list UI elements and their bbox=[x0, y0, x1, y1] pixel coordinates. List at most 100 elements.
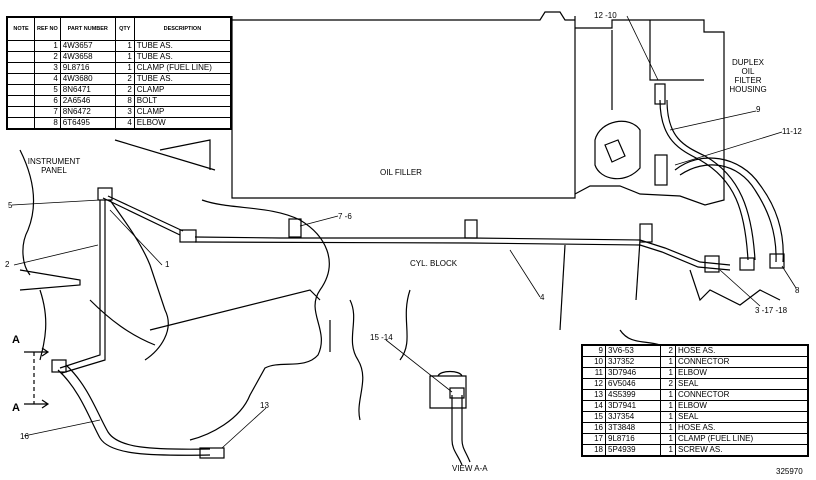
section-a-label-top: A bbox=[12, 334, 20, 346]
duplex-line-4: HOUSING bbox=[729, 85, 767, 94]
callout-9: 9 bbox=[756, 105, 761, 114]
qty-cell: 1 bbox=[114, 51, 135, 63]
qty-cell: 3 bbox=[114, 106, 135, 118]
engine-block-outline bbox=[189, 199, 330, 441]
duplex-filter-housing bbox=[574, 19, 725, 206]
part-cell: 3J7354 bbox=[605, 411, 661, 423]
callout-3-17-18: 3 -17 -18 bbox=[755, 306, 788, 315]
tank-top bbox=[232, 11, 575, 21]
qty-cell: 2 bbox=[660, 378, 676, 390]
duplex-line-3: FILTER bbox=[734, 76, 762, 85]
desc-cell: TUBE AS. bbox=[133, 73, 232, 85]
ref-cell: 13 bbox=[581, 389, 606, 401]
drawing-number: 325970 bbox=[776, 467, 803, 476]
section-arrow-bottom bbox=[24, 399, 50, 409]
part-cell: 8N6472 bbox=[59, 106, 116, 118]
desc-cell: ELBOW bbox=[675, 367, 809, 379]
ref-cell: 1 bbox=[34, 40, 61, 52]
note-cell bbox=[6, 62, 35, 74]
ref-cell: 16 bbox=[581, 422, 606, 434]
desc-cell: HOSE AS. bbox=[675, 422, 809, 434]
header-part: PART NUMBER bbox=[59, 16, 116, 41]
section-a-label-bottom: A bbox=[12, 402, 20, 414]
ref-cell: 10 bbox=[581, 356, 606, 368]
callout-5: 5 bbox=[8, 201, 13, 210]
part-cell: 6T6495 bbox=[59, 117, 116, 130]
ref-cell: 14 bbox=[581, 400, 606, 412]
qty-cell: 1 bbox=[660, 367, 676, 379]
note-cell bbox=[6, 40, 35, 52]
callout-16: 16 bbox=[20, 432, 29, 441]
part-cell: 5P4939 bbox=[605, 444, 661, 457]
desc-cell: CONNECTOR bbox=[675, 389, 809, 401]
callout-2: 2 bbox=[5, 260, 10, 269]
callout-8: 8 bbox=[795, 286, 800, 295]
part-cell: 8N6471 bbox=[59, 84, 116, 96]
callout-13: 13 bbox=[260, 401, 269, 410]
desc-cell: CLAMP (FUEL LINE) bbox=[675, 433, 809, 445]
note-cell bbox=[6, 73, 35, 85]
desc-cell: SCREW AS. bbox=[675, 444, 809, 457]
note-cell bbox=[6, 117, 35, 130]
part-cell: 4W3680 bbox=[59, 73, 116, 85]
ref-cell: 8 bbox=[34, 117, 61, 130]
instrument-panel-line-1: INSTRUMENT bbox=[27, 157, 81, 166]
part-cell: 2A6546 bbox=[59, 95, 116, 107]
desc-cell: TUBE AS. bbox=[133, 51, 232, 63]
qty-cell: 1 bbox=[114, 40, 135, 52]
duplex-oil-filter-housing-label: DUPLEX OIL FILTER HOUSING bbox=[718, 58, 778, 94]
note-cell bbox=[6, 106, 35, 118]
header-note: NOTE bbox=[6, 16, 35, 41]
ref-cell: 9 bbox=[581, 344, 606, 357]
hose-16 bbox=[57, 364, 211, 456]
part-cell: 9L8716 bbox=[605, 433, 661, 445]
instrument-panel-line-2: PANEL bbox=[41, 166, 67, 175]
part-cell: 9L8716 bbox=[59, 62, 116, 74]
instrument-panel-label: INSTRUMENT PANEL bbox=[26, 157, 82, 175]
part-cell: 3V6-53 bbox=[605, 344, 661, 357]
desc-cell: CLAMP (FUEL LINE) bbox=[133, 62, 232, 74]
part-cell: 3D7941 bbox=[605, 400, 661, 412]
desc-cell: CONNECTOR bbox=[675, 356, 809, 368]
view-aa-label: VIEW A-A bbox=[452, 464, 488, 473]
header-desc: DESCRIPTION bbox=[133, 16, 232, 41]
section-arrow-top bbox=[24, 347, 50, 357]
qty-cell: 4 bbox=[114, 117, 135, 130]
desc-cell: HOSE AS. bbox=[675, 344, 809, 357]
ref-cell: 2 bbox=[34, 51, 61, 63]
part-cell: 6V5046 bbox=[605, 378, 661, 390]
ref-cell: 3 bbox=[34, 62, 61, 74]
desc-cell: TUBE AS. bbox=[133, 40, 232, 52]
part-cell: 3T3848 bbox=[605, 422, 661, 434]
note-cell bbox=[6, 84, 35, 96]
parts-list-table-top: NOTE REF NO PART NUMBER QTY DESCRIPTION … bbox=[6, 16, 232, 130]
ref-cell: 12 bbox=[581, 378, 606, 390]
ref-cell: 4 bbox=[34, 73, 61, 85]
ref-cell: 15 bbox=[581, 411, 606, 423]
qty-cell: 2 bbox=[114, 73, 135, 85]
qty-cell: 8 bbox=[114, 95, 135, 107]
qty-cell: 2 bbox=[114, 84, 135, 96]
callout-4: 4 bbox=[540, 293, 545, 302]
tube-1 bbox=[102, 195, 184, 236]
callout-15-14: 15 -14 bbox=[370, 333, 393, 342]
header-qty: QTY bbox=[114, 16, 135, 41]
oil-filler-label: OIL FILLER bbox=[380, 168, 422, 177]
desc-cell: ELBOW bbox=[675, 400, 809, 412]
qty-cell: 1 bbox=[660, 389, 676, 401]
tube-2 bbox=[59, 200, 106, 374]
